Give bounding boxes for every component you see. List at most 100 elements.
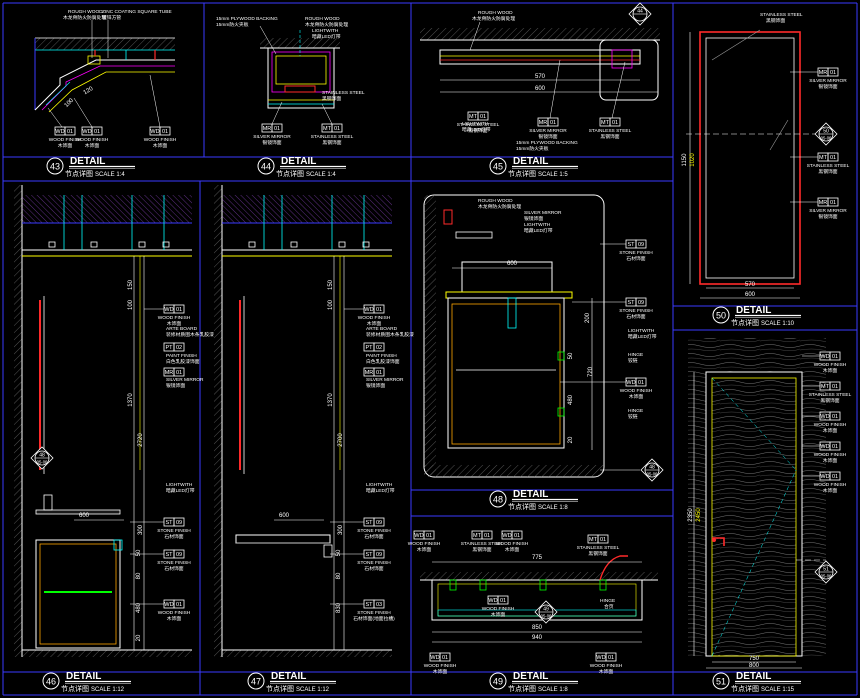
detail-number-circle	[489, 157, 507, 175]
tag-number: 01	[176, 370, 182, 376]
hanger-clip	[138, 241, 146, 248]
annotation-note: 黑钢饰面	[766, 17, 785, 24]
detail-scale: SCALE 1:4	[306, 172, 336, 178]
tag-code: WD	[55, 129, 64, 135]
tag-code: ST	[365, 602, 373, 608]
annotation-note: 木龙骨防火防腐处理	[305, 21, 348, 28]
detail-scale: SCALE 1:8	[538, 505, 568, 511]
tag-number-box	[331, 123, 343, 133]
tag-code: MT	[473, 533, 482, 539]
tag-material-cn: 黑钢饰面	[322, 139, 341, 146]
door-leaf	[711, 377, 797, 657]
detail-subtitle: 节点详图	[508, 169, 536, 178]
hanger-clip	[362, 241, 370, 248]
tag-number: 01	[550, 120, 556, 126]
annotation-note: 铰链	[628, 357, 638, 364]
tag-material-cn: 黑钢饰面	[588, 550, 607, 557]
dimension-value: 1370	[328, 393, 334, 407]
tag-material: WOOD FINISH	[158, 610, 191, 616]
dimension-value: 750	[749, 656, 760, 662]
panel-stud	[539, 579, 547, 591]
tag-number: 01	[500, 598, 506, 604]
annotation-note: 木龙骨防火防腐处理	[472, 15, 515, 22]
tag-material: SILVER MIRROR	[253, 134, 291, 140]
floor-hatch	[222, 650, 392, 657]
annotation-note: 银镜饰面	[366, 382, 385, 389]
tag-material-cn: 木饰面	[823, 457, 838, 464]
dimension-value: 100	[64, 97, 76, 109]
tag-code: MT	[601, 120, 610, 126]
tag-code: ST	[365, 552, 373, 558]
dimension-value: 150	[128, 279, 134, 290]
dimension-value: 50	[336, 549, 342, 556]
annotation-note: ARTE BOARD	[366, 326, 398, 332]
ceiling-void	[22, 195, 192, 223]
floor-hatch	[22, 650, 192, 657]
tag-code: MR	[365, 370, 374, 376]
tag-code: MR	[819, 70, 828, 76]
tag-number: 01	[442, 655, 448, 661]
dimension-value: 20	[568, 436, 574, 443]
panel-stud	[599, 579, 607, 591]
dimension-value: 300	[338, 524, 344, 535]
annotation-note: 暗藏LED灯带	[524, 227, 553, 234]
detail-title: DETAIL	[736, 671, 771, 682]
detail-subtitle: 节点详图	[61, 684, 89, 693]
tag-material: WOOD FINISH	[144, 137, 177, 143]
tag-material: STONE FINISH	[357, 560, 391, 566]
tag-code: ST	[627, 242, 635, 248]
tag-code: MT	[589, 537, 598, 543]
detail-subtitle: 节点详图	[65, 169, 93, 178]
detail-number: 51	[716, 677, 726, 687]
tag-number-box	[173, 342, 185, 352]
dimension-value: 600	[279, 513, 290, 519]
dimension-value: 1020	[690, 153, 696, 167]
tag-code: WD	[82, 129, 91, 135]
dimension-value: 2450	[696, 508, 702, 522]
tag-number-box	[423, 530, 435, 540]
tag-number: 01	[638, 380, 644, 386]
faucet	[43, 494, 53, 511]
leader	[611, 61, 626, 119]
tag-number: 01	[600, 537, 606, 543]
annotation-note: 15mm防火夹板	[216, 21, 249, 28]
tag-material: STAINLESS STEEL	[457, 122, 500, 128]
led-fixture	[443, 209, 453, 225]
annotation-note: 装修材质图木条乳胶漆	[366, 331, 414, 338]
detail-subtitle: 节点详图	[266, 684, 294, 693]
dimension-value: 80	[136, 572, 142, 579]
handle-knob	[712, 538, 716, 542]
tag-number: 01	[67, 129, 73, 135]
tag-code: MR	[263, 126, 272, 132]
tag-number-box	[173, 304, 185, 314]
section-marker-bottom: 05-06	[37, 460, 48, 465]
detail-number: 45	[493, 162, 503, 172]
tag-code: WD	[820, 354, 829, 360]
tag-code: MR	[165, 370, 174, 376]
annotation-note: ROUGH WOOD	[68, 9, 103, 15]
tag-material: STAINLESS STEEL	[589, 128, 632, 134]
tag-material: WOOD FINISH	[590, 663, 623, 669]
annotation-note: 银镜饰面	[524, 215, 543, 222]
tag-code: MT	[819, 155, 828, 161]
dimension-value: 480	[568, 394, 574, 405]
annotation-note: 暗藏LED灯带	[312, 33, 341, 40]
annotation-note: PAINT FINISH	[166, 353, 197, 359]
detail-subtitle: 节点详图	[508, 684, 536, 693]
annotation-note: 黑钢饰面	[322, 95, 341, 102]
tag-number: 01	[514, 533, 520, 539]
hinge	[557, 351, 565, 361]
tag-material: STONE FINISH	[157, 528, 191, 534]
tag-material: WOOD FINISH	[482, 606, 515, 612]
panel-stud	[479, 579, 487, 591]
tag-material-cn: 黑钢饰面	[472, 546, 491, 553]
dimension-value: 150	[328, 279, 334, 290]
detail-linework	[14, 2, 841, 690]
dimension-value: 100	[128, 299, 134, 310]
detail-subtitle: 节点详图	[731, 684, 759, 693]
tag-number-box	[373, 367, 385, 377]
tag-number-box	[91, 126, 103, 136]
hinge	[113, 539, 123, 551]
dimension-value: 50	[136, 549, 142, 556]
